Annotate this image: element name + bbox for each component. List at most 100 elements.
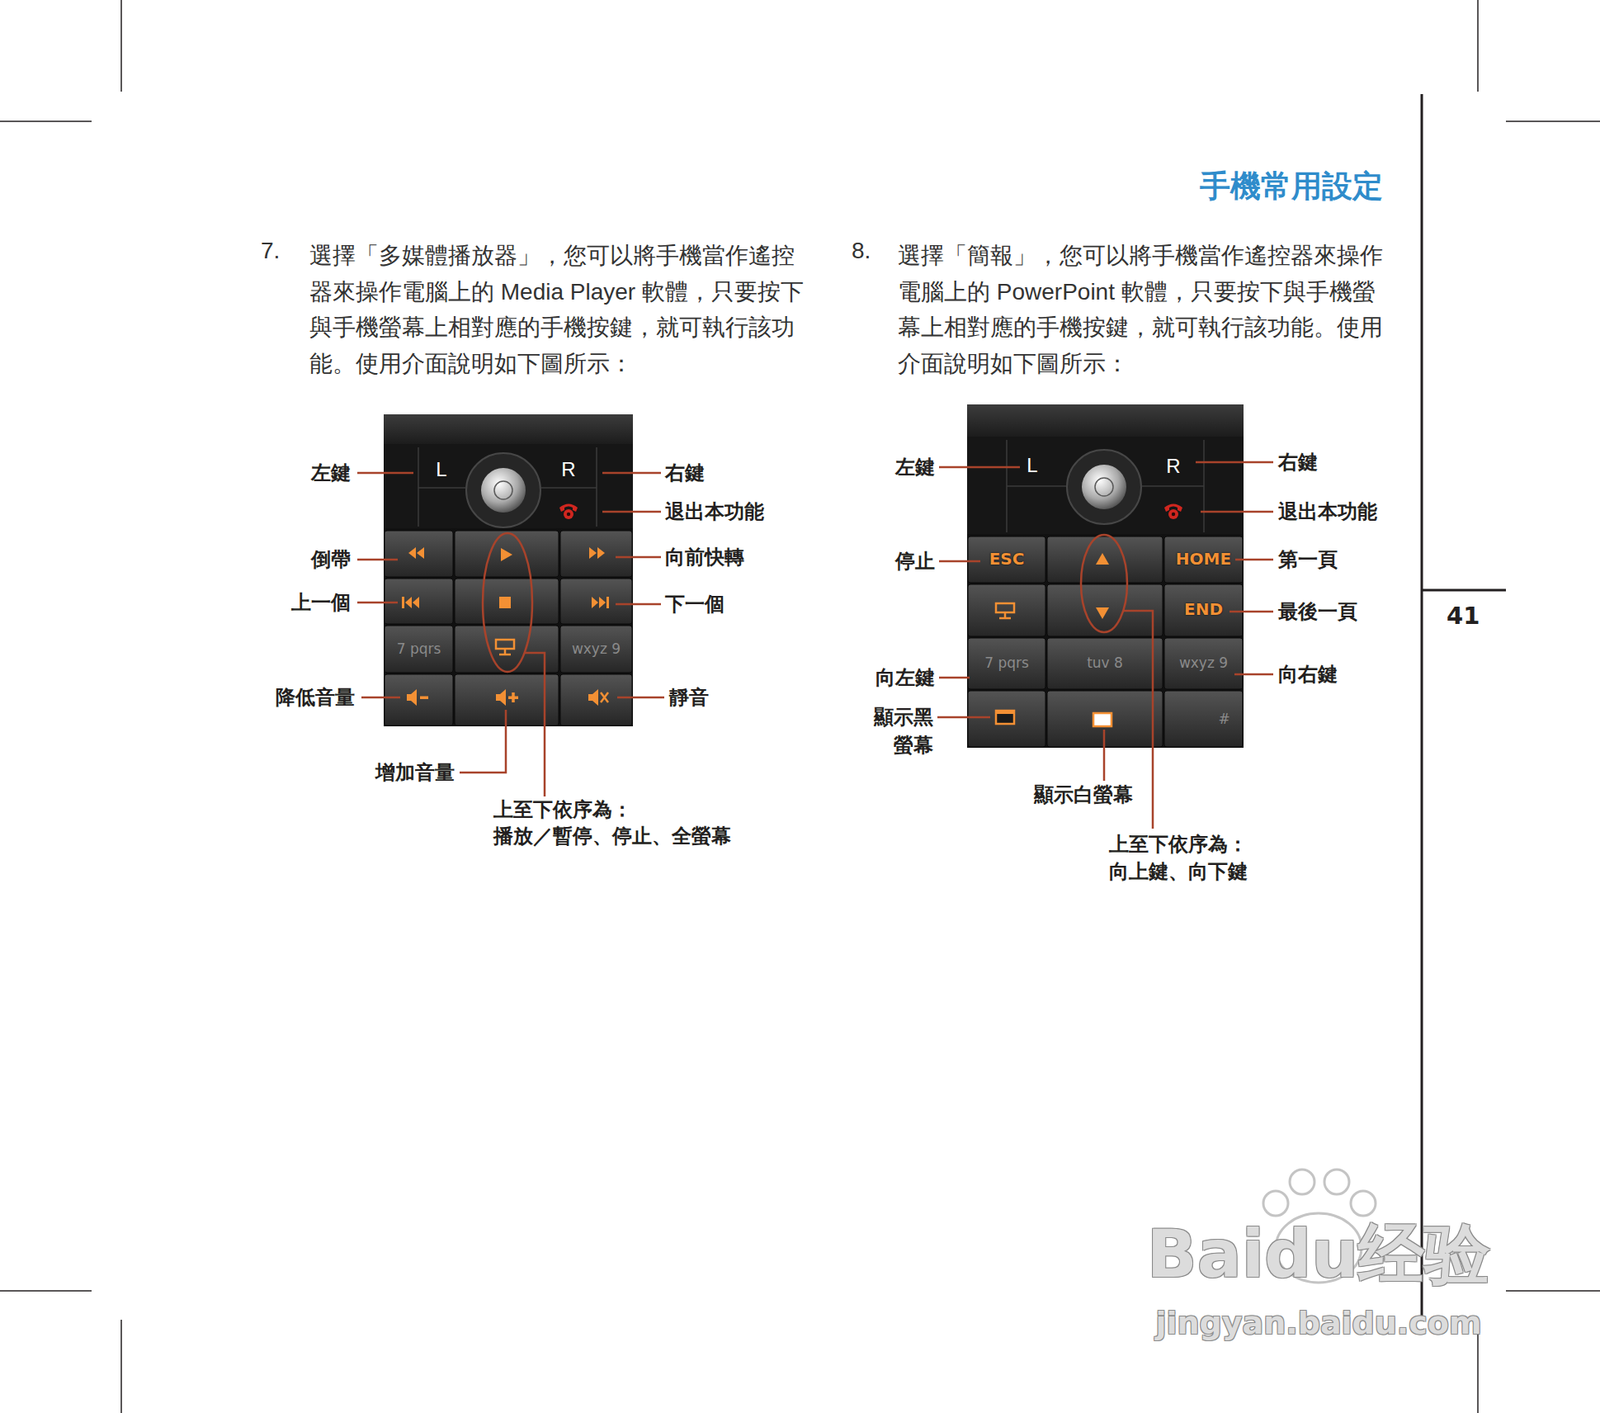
soft-key-divider	[1142, 485, 1204, 487]
keypad-key	[967, 690, 1046, 747]
callout-label: 上一個	[291, 589, 351, 616]
callout-label: 靜音	[669, 684, 709, 711]
crop-mark	[1505, 120, 1600, 123]
leader-line	[602, 471, 661, 475]
phone-base	[563, 509, 574, 520]
group-ellipse	[1080, 534, 1128, 633]
key-icon	[495, 689, 519, 706]
key-icon	[588, 689, 609, 706]
screen-stand	[1004, 612, 1007, 618]
key-label: R	[561, 457, 576, 482]
icon-triangle	[405, 596, 412, 609]
key-icon	[995, 710, 1015, 724]
plus-icon	[511, 692, 515, 703]
page-number: 41	[1446, 601, 1480, 630]
keypad-key	[967, 637, 1046, 690]
number-key: #	[1206, 691, 1242, 746]
callout-label: 向上鍵、向下鍵	[1109, 858, 1248, 885]
soft-key-divider	[541, 486, 597, 489]
crop-mark	[120, 0, 123, 92]
keypad-key	[1164, 690, 1243, 747]
leader-line	[939, 676, 970, 680]
key-icon	[1093, 712, 1112, 727]
callout-label: 停止	[895, 547, 935, 575]
body-paragraph: 選擇「多媒體播放器」，您可以將手機當作遙控器來操作電腦上的 Media Play…	[309, 237, 805, 383]
page-edge-line	[1420, 94, 1424, 1320]
key-label: tuv 8	[1086, 654, 1124, 671]
soft-key-divider	[595, 447, 598, 527]
nav-ball-ring	[1094, 477, 1114, 496]
end-call-icon	[559, 504, 578, 520]
key-label: 7 pqrs	[396, 640, 442, 657]
number-key: 7 pqrs	[385, 626, 453, 671]
keypad-key	[384, 625, 454, 673]
speaker-icon	[406, 689, 417, 706]
window-bar	[995, 710, 1015, 714]
callout-label: 退出本功能	[665, 498, 765, 525]
nav-ring	[466, 453, 541, 528]
soft-key: R	[552, 455, 586, 484]
keypad-key	[560, 625, 633, 673]
callout-label: 左鍵	[311, 459, 351, 487]
callout-label: 右鍵	[1278, 448, 1318, 476]
crop-mark	[0, 120, 92, 123]
phone-base	[1168, 509, 1179, 520]
callout-label: 倒帶	[311, 546, 351, 573]
soft-key: R	[1156, 452, 1190, 481]
command-key: END	[1165, 585, 1242, 633]
nav-ball	[481, 467, 526, 513]
keypad-key	[967, 536, 1046, 583]
watermark: jingyan.baidu.com	[1156, 1304, 1483, 1341]
nav-ball-ring	[494, 481, 513, 500]
screen-icon	[495, 639, 515, 649]
leader-line	[1235, 558, 1274, 562]
soft-key-area	[383, 443, 633, 529]
soft-key-divider	[1006, 485, 1067, 487]
key-icon	[406, 689, 429, 706]
icon-triangle	[597, 547, 605, 559]
icon-triangle	[412, 596, 420, 609]
keypad-key	[454, 625, 559, 673]
command-key: ESC	[968, 537, 1045, 581]
number-key: wxyz 9	[1165, 638, 1242, 686]
key-icon	[589, 547, 605, 559]
keypad-key	[1164, 536, 1243, 583]
callout-label: 向前快轉	[665, 543, 745, 571]
leader-line	[1234, 673, 1274, 676]
keypad-key	[1047, 536, 1163, 583]
leader-line	[602, 510, 661, 514]
leader-line	[1103, 729, 1106, 781]
key-label: ESC	[989, 548, 1025, 569]
callout-label: 退出本功能	[1278, 498, 1378, 525]
keypad	[967, 404, 1244, 748]
paw-toe	[1350, 1190, 1376, 1216]
key-label: 7 pqrs	[984, 654, 1029, 671]
keypad-key	[384, 578, 454, 624]
paw-toe	[1263, 1190, 1289, 1216]
soft-key: L	[424, 455, 458, 484]
number-key: wxyz 9	[561, 626, 632, 671]
number-key: tuv 8	[1047, 638, 1162, 686]
icon-triangle	[599, 596, 606, 609]
command-key: HOME	[1165, 537, 1242, 581]
keypad-key	[454, 530, 559, 577]
icon-triangle	[589, 547, 597, 559]
keypad-key	[560, 674, 633, 726]
page-heading: 手機常用設定	[1199, 165, 1383, 208]
callout-label: 播放／暫停、停止、全螢幕	[493, 822, 732, 850]
key-icon	[500, 547, 513, 562]
step-number: 7.	[260, 237, 280, 265]
crop-mark	[1477, 0, 1479, 92]
icon-triangle	[1095, 607, 1110, 619]
leader-line	[459, 709, 506, 773]
soft-key-divider	[417, 447, 420, 527]
step-number: 8.	[851, 237, 871, 265]
leader-line	[357, 558, 398, 562]
callout-label: 左鍵	[895, 453, 935, 481]
callout-label: 下一個	[665, 590, 725, 618]
